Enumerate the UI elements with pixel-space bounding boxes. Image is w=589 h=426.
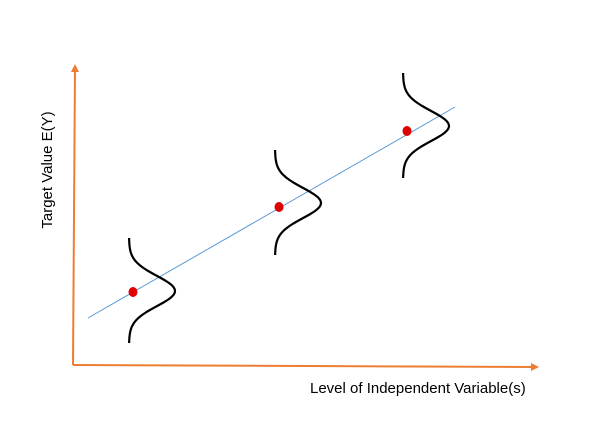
y-axis [70,64,79,366]
distribution-curves [128,72,451,344]
regression-line [87,106,456,319]
axes [70,64,539,371]
y-axis-title: Target Value E(Y) [39,111,56,228]
distribution-curve [128,237,177,344]
data-point [128,287,138,297]
data-point [402,126,412,136]
x-axis-title: Level of Independent Variable(s) [310,380,526,397]
data-points [128,126,412,297]
distribution-curve [402,72,451,179]
distribution-curve [274,149,323,256]
data-point [274,202,284,212]
x-axis [72,362,539,371]
